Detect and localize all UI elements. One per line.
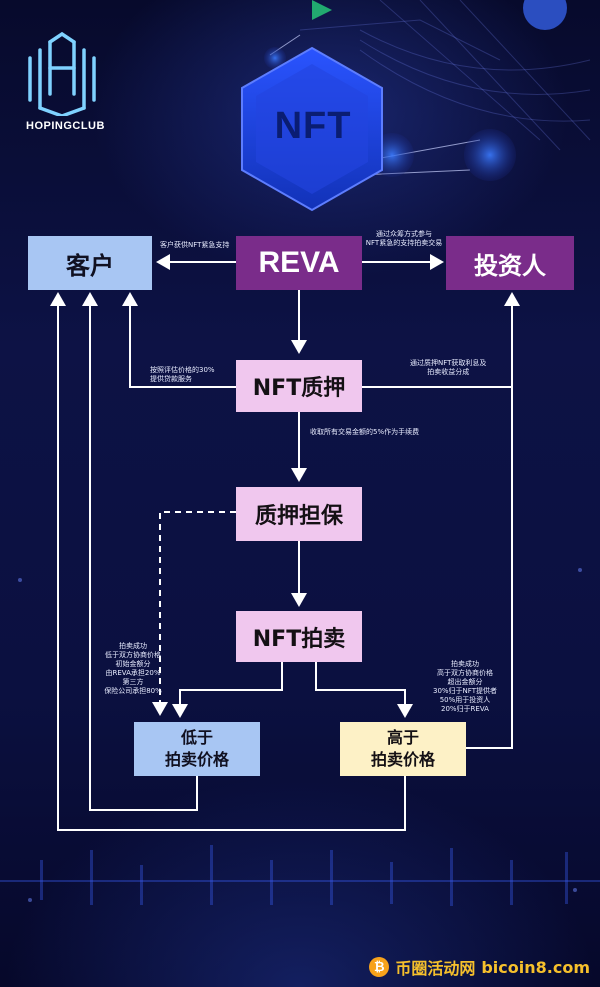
note-auction-below: 拍卖成功 低于双方协商价格 初始金额分 由REVA承担20% 第三方 保险公司承… — [104, 642, 162, 695]
arrow-above-to-investor — [466, 292, 520, 749]
note-pledge-to-customer: 按照评估价格的30% 提供贷款服务 — [150, 366, 215, 383]
arrow-collateral-to-below-dashed — [152, 511, 236, 716]
arrow-above-to-customer — [50, 292, 406, 831]
note-pledge-fee: 收取所有交易金额的5%作为手续费 — [310, 428, 420, 436]
box-above-price: 高于 拍卖价格 — [340, 722, 466, 776]
box-below-price: 低于 拍卖价格 — [134, 722, 260, 776]
bitcoin-icon: ₿ — [369, 957, 390, 977]
hopingclub-logo-icon — [28, 31, 96, 118]
nft-hex-label: NFT — [274, 105, 352, 147]
note-reva-to-customer: 客户获供NFT紧急支持 — [160, 241, 230, 249]
arrow-below-to-customer — [82, 292, 198, 811]
brand-logo — [22, 28, 112, 120]
box-nft-auction: NFT拍卖 — [236, 611, 362, 662]
footer-site-cn: 币圈活动网 — [395, 959, 476, 978]
arrow-auction-to-below — [172, 662, 283, 718]
footer-watermark: ₿ 币圈活动网 bicoin8.com — [369, 953, 590, 981]
box-customer: 客户 — [28, 236, 152, 290]
box-collateral: 质押担保 — [236, 487, 362, 541]
brand-name: HOPINGCLUB — [26, 120, 105, 132]
footer-site-en: bicoin8.com — [481, 957, 590, 977]
box-investor: 投资人 — [446, 236, 574, 290]
arrow-pledge-to-customer — [122, 292, 236, 388]
note-reva-to-investor: 通过众筹方式参与 NFT紧急的支持拍卖交易 — [365, 230, 443, 247]
note-investor-to-pledge: 通过质押NFT获取利息及 拍卖收益分成 — [410, 359, 487, 376]
arrow-auction-to-above — [315, 662, 413, 718]
box-reva: REVA — [236, 236, 362, 290]
box-nft-pledge: NFT质押 — [236, 360, 362, 412]
note-auction-above: 拍卖成功 高于双方协商价格 超出金额分 30%归于NFT提供者 50%用于投资人… — [433, 660, 497, 713]
